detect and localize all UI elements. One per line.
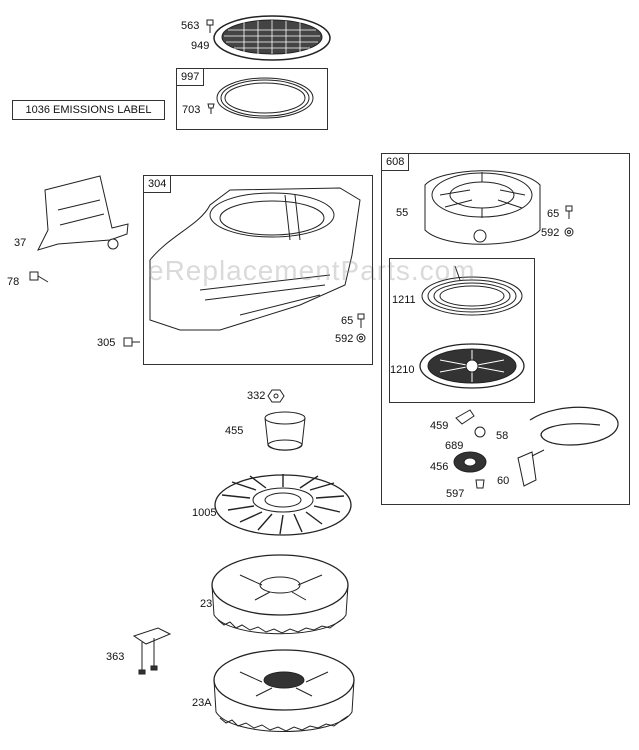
baffle-37-part — [37, 175, 129, 251]
label-37: 37 — [14, 237, 27, 249]
box-608: 608 — [381, 153, 630, 505]
label-332: 332 — [247, 390, 266, 402]
label-1211: 1211 — [392, 294, 416, 306]
starter-rope-part — [529, 406, 619, 446]
box-304-id: 304 — [144, 176, 172, 193]
screw-65-right-part — [565, 205, 573, 219]
label-689: 689 — [445, 440, 464, 452]
flywheel-23-part — [211, 554, 349, 635]
label-456: 456 — [430, 461, 449, 473]
box-608-inner — [389, 258, 535, 403]
label-459: 459 — [430, 420, 449, 432]
nut-332-part — [267, 389, 285, 403]
pulley-part — [419, 343, 525, 389]
label-592-right: 592 — [541, 227, 560, 239]
label-55: 55 — [396, 207, 409, 219]
screw-563-part — [206, 19, 214, 33]
screw-78-part — [29, 271, 49, 283]
starter-housing-part — [424, 170, 541, 245]
label-703: 703 — [182, 104, 201, 116]
screw-703-part — [207, 103, 215, 114]
label-363: 363 — [106, 651, 125, 663]
screw-597-part — [475, 479, 485, 489]
retainer-ring-part — [216, 77, 314, 119]
cup-455-part — [264, 411, 306, 451]
watermark: eReplacementParts.com — [148, 255, 476, 286]
dog-459-part — [455, 409, 475, 425]
box-997-id: 997 — [177, 69, 205, 86]
label-23A: 23A — [192, 697, 212, 709]
washer-592-left-part — [356, 333, 366, 343]
screw-65-left-part — [357, 313, 365, 328]
label-60: 60 — [497, 475, 510, 487]
screen-grille-part — [213, 15, 331, 61]
label-65-right: 65 — [547, 208, 560, 220]
label-455: 455 — [225, 425, 244, 437]
box-304: 304 — [143, 175, 373, 365]
label-592-left: 592 — [335, 333, 354, 345]
label-23: 23 — [200, 598, 213, 610]
emissions-label-box: 1036 EMISSIONS LABEL — [12, 100, 165, 120]
blower-housing-part — [149, 187, 361, 331]
retainer-456-part — [453, 451, 487, 473]
fan-1005-part — [214, 474, 352, 536]
label-65-left: 65 — [341, 315, 354, 327]
label-58: 58 — [496, 430, 509, 442]
label-1005: 1005 — [192, 507, 217, 519]
washer-592-right-part — [564, 227, 574, 237]
spring-689-part — [474, 426, 486, 438]
screw-305-part — [123, 337, 140, 347]
handle-60-part — [517, 449, 545, 487]
label-949: 949 — [191, 40, 210, 52]
box-997: 997 — [176, 68, 328, 130]
label-563: 563 — [181, 20, 200, 32]
armature-363-part — [132, 627, 172, 675]
label-78: 78 — [7, 276, 20, 288]
box-608-id: 608 — [382, 154, 410, 171]
label-597: 597 — [446, 488, 465, 500]
label-305: 305 — [97, 337, 116, 349]
recoil-spring-part — [421, 265, 523, 316]
flywheel-23A-part — [213, 649, 355, 732]
label-1210: 1210 — [390, 364, 415, 376]
